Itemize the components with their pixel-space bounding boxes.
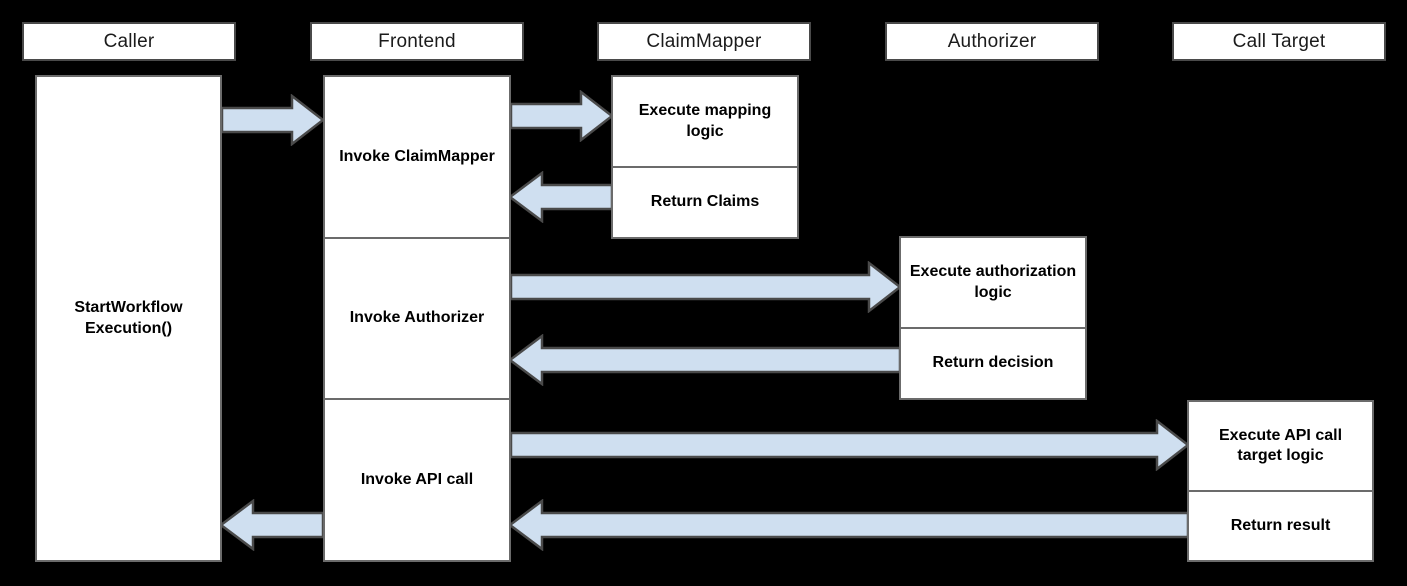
lifeline-header-caller-label: Caller	[103, 30, 155, 52]
activation-cell-label: Execute mapping logic	[638, 102, 772, 140]
activation-cell-label: StartWorkflow Execution()	[74, 299, 183, 337]
activation-claimmapper[interactable]: Execute mapping logic Return Claims	[611, 75, 799, 239]
activation-cell-label: Execute API call target logic	[1218, 426, 1343, 465]
activation-cell-claimmapper-return-claims: Return Claims	[613, 166, 797, 237]
activation-cell-label: Return Claims	[650, 193, 760, 211]
message-arrow-authorizer-to-frontend[interactable]	[508, 334, 902, 386]
activation-cell-calltarget-return-result: Return result	[1189, 490, 1372, 560]
activation-cell-frontend-invoke-api-call: Invoke API call	[325, 398, 509, 560]
lifeline-header-frontend[interactable]: Frontend	[310, 22, 524, 61]
activation-frontend[interactable]: Invoke ClaimMapper Invoke Authorizer Inv…	[323, 75, 511, 562]
lifeline-header-calltarget[interactable]: Call Target	[1172, 22, 1386, 61]
message-arrow-frontend-to-claimmapper[interactable]	[511, 90, 614, 142]
message-arrow-caller-to-frontend[interactable]	[222, 94, 325, 146]
lifeline-header-claimmapper-label: ClaimMapper	[646, 30, 762, 52]
activation-cell-caller-start-workflow: StartWorkflow Execution()	[37, 77, 220, 560]
activation-cell-frontend-invoke-claimmapper: Invoke ClaimMapper	[325, 77, 509, 237]
lifeline-header-claimmapper[interactable]: ClaimMapper	[597, 22, 811, 61]
message-arrow-frontend-to-caller[interactable]	[219, 499, 325, 551]
activation-cell-label: Invoke API call	[360, 470, 474, 488]
activation-cell-label: Return result	[1230, 516, 1331, 534]
activation-caller[interactable]: StartWorkflow Execution()	[35, 75, 222, 562]
activation-calltarget[interactable]: Execute API call target logic Return res…	[1187, 400, 1374, 562]
activation-cell-label: Return decision	[932, 354, 1054, 372]
activation-cell-calltarget-execute-api-call-target-logic: Execute API call target logic	[1189, 402, 1372, 490]
message-arrow-calltarget-to-frontend[interactable]	[508, 499, 1190, 551]
activation-cell-label: Invoke Authorizer	[349, 309, 485, 327]
lifeline-header-calltarget-label: Call Target	[1232, 30, 1326, 52]
activation-authorizer[interactable]: Execute authorization logic Return decis…	[899, 236, 1087, 400]
activation-cell-authorizer-return-decision: Return decision	[901, 327, 1085, 398]
message-arrow-frontend-to-authorizer[interactable]	[511, 261, 902, 313]
activation-cell-frontend-invoke-authorizer: Invoke Authorizer	[325, 236, 509, 399]
activation-cell-claimmapper-execute-mapping-logic: Execute mapping logic	[613, 77, 797, 166]
lifeline-header-frontend-label: Frontend	[378, 30, 456, 52]
lifeline-header-caller[interactable]: Caller	[22, 22, 236, 61]
activation-cell-authorizer-execute-authorization-logic: Execute authorization logic	[901, 238, 1085, 327]
lifeline-header-authorizer[interactable]: Authorizer	[885, 22, 1099, 61]
activation-cell-label: Invoke ClaimMapper	[339, 147, 495, 165]
lifeline-header-authorizer-label: Authorizer	[947, 30, 1037, 52]
message-arrow-claimmapper-to-frontend[interactable]	[508, 171, 614, 223]
activation-cell-label: Execute authorization logic	[909, 263, 1077, 301]
message-arrow-frontend-to-calltarget[interactable]	[511, 419, 1190, 471]
